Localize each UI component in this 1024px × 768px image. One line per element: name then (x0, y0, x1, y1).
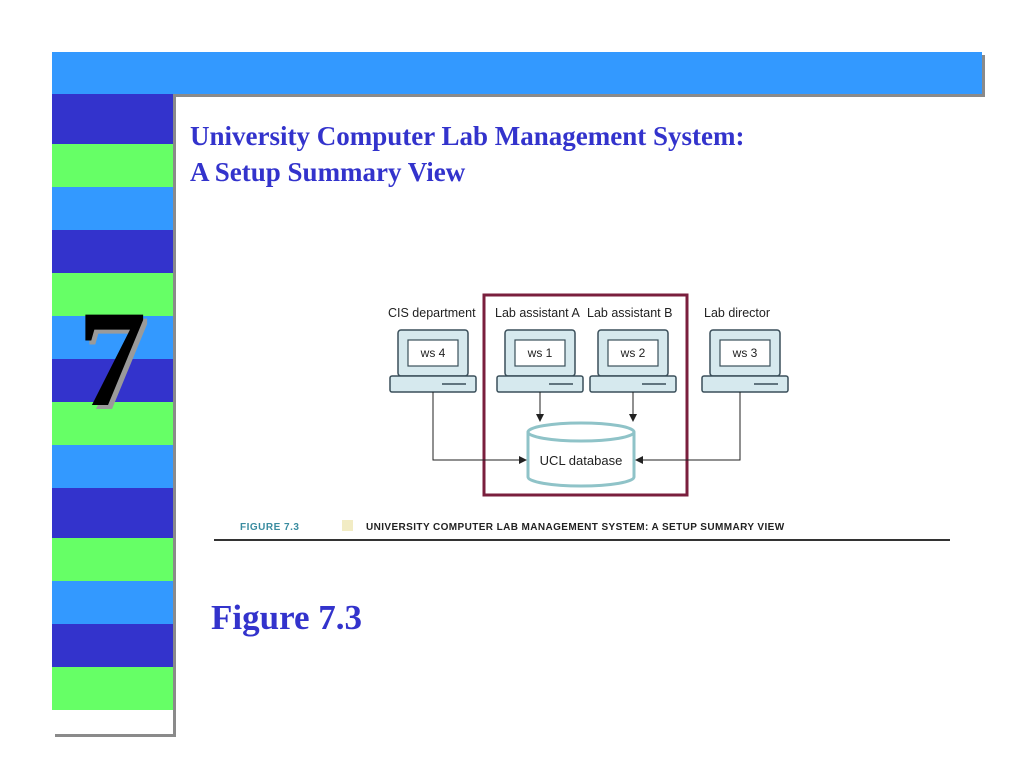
workstation-label: ws 2 (620, 346, 646, 360)
sidebar-stripe-green (52, 402, 173, 445)
lab-setup-diagram: CIS department Lab assistant A Lab assis… (240, 293, 789, 533)
slide-title: University Computer Lab Management Syste… (190, 118, 970, 190)
sidebar-stripe-light (52, 581, 173, 624)
sidebar-stripe-green (52, 538, 173, 581)
sidebar-stripe-light (52, 316, 173, 359)
workstation-label: ws 3 (732, 346, 758, 360)
workstation-icon: ws 4 (389, 329, 477, 393)
station-role-label: Lab director (704, 306, 770, 320)
workstation-icon: ws 3 (701, 329, 789, 393)
sidebar-stripe-dark (52, 624, 173, 667)
workstation-label: ws 4 (420, 346, 446, 360)
slide-title-line-1: University Computer Lab Management Syste… (190, 121, 745, 151)
workstation-icon: ws 1 (496, 329, 584, 393)
database-label: UCL database (540, 453, 623, 468)
workstation-icon: ws 2 (589, 329, 677, 393)
sidebar-stripe-green (52, 144, 173, 187)
lab-assistant-group-box (482, 293, 689, 497)
figure-caption-number: FIGURE 7.3 (240, 522, 299, 533)
sidebar-stripe-dark (52, 488, 173, 538)
connector-arrow (635, 392, 741, 464)
sidebar-stripe-dark (52, 230, 173, 273)
figure-caption-text: UNIVERSITY COMPUTER LAB MANAGEMENT SYSTE… (366, 522, 785, 533)
figure-label: Figure 7.3 (211, 598, 363, 637)
sidebar-stripe-green (52, 273, 173, 316)
station-role-label: Lab assistant A (495, 306, 580, 320)
top-banner-bar (52, 52, 982, 94)
sidebar-stripe-column (52, 94, 173, 734)
sidebar-stripe-light (52, 187, 173, 230)
chapter-number: 7 (77, 282, 147, 435)
station-role-label: CIS department (388, 306, 476, 320)
sidebar-stripe-dark (52, 94, 173, 144)
sidebar-stripe-dark (52, 359, 173, 402)
workstation-label: ws 1 (527, 346, 553, 360)
station-role-label: Lab assistant B (587, 306, 672, 320)
caption-rule (214, 539, 950, 541)
database-icon: UCL database (526, 421, 636, 488)
sidebar-stripe-light (52, 445, 173, 488)
sidebar-stripe-green (52, 667, 173, 710)
caption-separator-square (342, 520, 353, 531)
slide-title-line-2: A Setup Summary View (190, 157, 466, 187)
connector-arrow (432, 392, 527, 464)
